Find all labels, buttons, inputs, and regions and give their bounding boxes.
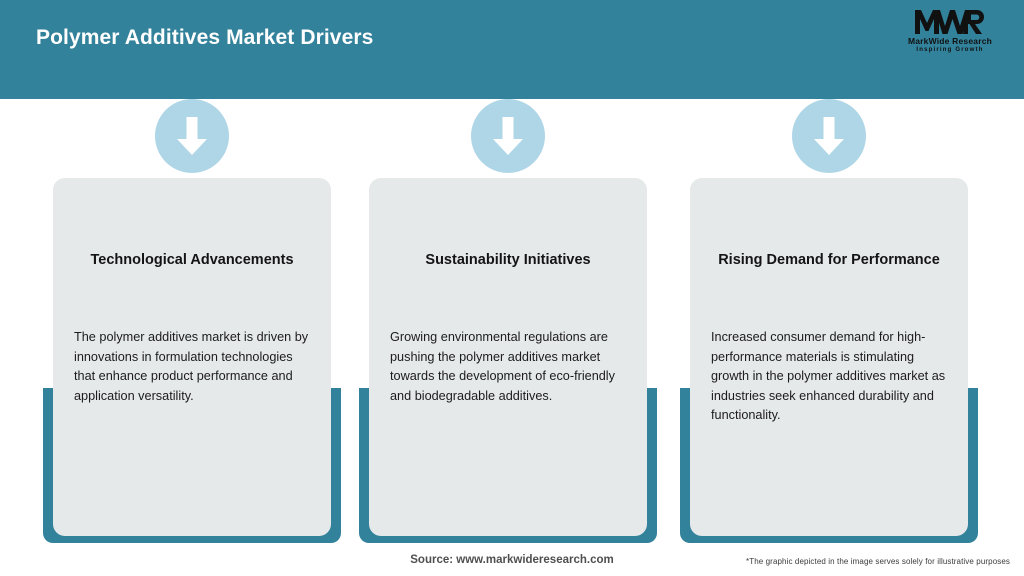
card-body-text: Increased consumer demand for high-perfo… [711, 330, 946, 422]
logo-tagline: Inspiring Growth [916, 47, 984, 53]
card-body-text: Growing environmental regulations are pu… [390, 330, 615, 403]
source-label: Source: www.markwideresearch.com [410, 554, 614, 566]
driver-card[interactable]: Technological Advancements The polymer a… [43, 99, 341, 543]
arrow-down-icon [471, 99, 545, 173]
card-title: Sustainability Initiatives [425, 252, 591, 268]
card-surface: Sustainability Initiatives Growing envir… [369, 178, 647, 536]
card-surface: Technological Advancements The polymer a… [53, 178, 331, 536]
brand-logo: MarkWide Research Inspiring Growth [898, 9, 1002, 57]
driver-card[interactable]: Rising Demand for Performance Increased … [680, 99, 978, 543]
card-body-text: The polymer additives market is driven b… [74, 330, 309, 403]
driver-card[interactable]: Sustainability Initiatives Growing envir… [359, 99, 657, 543]
card-surface: Rising Demand for Performance Increased … [690, 178, 968, 536]
card-title: Technological Advancements [90, 252, 294, 268]
logo-mark-icon [898, 9, 1002, 35]
driver-cards-row: Technological Advancements The polymer a… [0, 99, 1024, 543]
logo-company-name: MarkWide Research [907, 36, 993, 46]
disclaimer-note: *The graphic depicted in the image serve… [746, 557, 1010, 566]
header-bar: Polymer Additives Market Drivers MarkWid… [0, 0, 1024, 99]
page-title: Polymer Additives Market Drivers [36, 26, 374, 49]
arrow-down-icon [792, 99, 866, 173]
card-title: Rising Demand for Performance [718, 252, 940, 268]
arrow-down-icon [155, 99, 229, 173]
